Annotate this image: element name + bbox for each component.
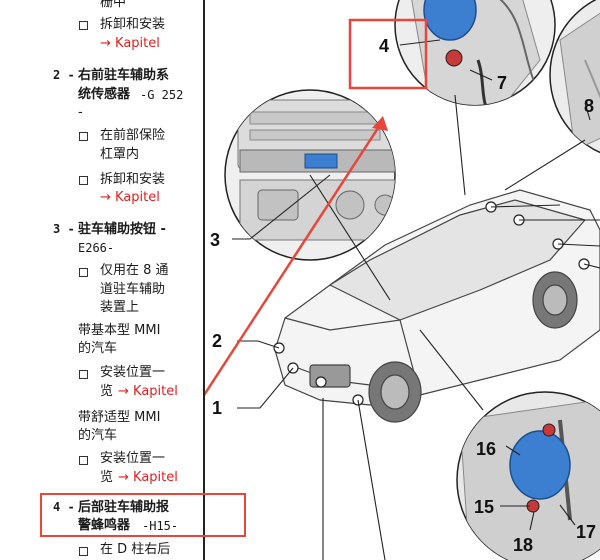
red-pointer-arrow bbox=[205, 116, 388, 396]
item2-code: -G 252 bbox=[140, 88, 184, 102]
label-4: 4 bbox=[379, 36, 389, 56]
detail-circle-rear-buzzer-detail bbox=[456, 391, 600, 560]
detail-circle-rear-buzzer bbox=[394, 0, 556, 106]
item4-highlight-box bbox=[40, 493, 246, 537]
item4-code: -H15- bbox=[142, 519, 179, 533]
item4-title-line2: 警蜂鸣器 bbox=[78, 518, 131, 533]
item3-bullet2-line1: 安装位置一 bbox=[100, 365, 166, 380]
buzzer-part-icon bbox=[423, 0, 477, 41]
item3-bullet1-line2: 道驻车辅助 bbox=[100, 282, 166, 297]
item1-kapitel-link[interactable]: → Kapitel bbox=[100, 36, 160, 51]
label-8: 8 bbox=[584, 96, 594, 116]
panel-divider bbox=[203, 0, 205, 560]
item2-dash: - bbox=[78, 105, 83, 120]
item3-group2-line1: 带舒适型 MMI bbox=[78, 410, 161, 425]
buzzer-detail-icon bbox=[509, 430, 571, 500]
item3-bullet1-line3: 装置上 bbox=[100, 300, 140, 315]
item3-code: E266- bbox=[78, 241, 115, 255]
item3-bullet2-kapitel-link[interactable]: → Kapitel bbox=[118, 384, 178, 399]
item2-number: 2 - bbox=[53, 68, 75, 82]
item3-title: 驻车辅助按钮 - bbox=[78, 222, 166, 237]
item1-partial-text: 栅中 bbox=[100, 0, 127, 10]
label-18: 18 bbox=[513, 535, 533, 555]
item2-title-line1: 右前驻车辅助系 bbox=[78, 68, 170, 83]
item4-bullet1: 在 D 柱右后 bbox=[100, 542, 171, 557]
item3-bullet3-line2: 览 bbox=[100, 470, 114, 485]
car-component-diagram: 1 2 3 4 7 8 15 16 17 18 bbox=[205, 0, 600, 560]
item3-bullet2-line2: 览 bbox=[100, 384, 114, 399]
bullet-icon bbox=[79, 268, 88, 277]
item2-bullet2-line1: 拆卸和安装 bbox=[100, 172, 166, 187]
item3-number: 3 - bbox=[53, 222, 75, 236]
label-2: 2 bbox=[212, 331, 222, 351]
item2-title-line2: 统传感器 bbox=[78, 87, 131, 102]
bullet-icon bbox=[79, 456, 88, 465]
label-1: 1 bbox=[212, 398, 222, 418]
item2-kapitel-link[interactable]: → Kapitel bbox=[100, 190, 160, 205]
label-7: 7 bbox=[497, 73, 507, 93]
item3-bullet3-line1: 安装位置一 bbox=[100, 451, 166, 466]
bullet-icon bbox=[79, 547, 88, 556]
item4-title-line1: 后部驻车辅助报 bbox=[78, 500, 170, 515]
item3-group2-line2: 的汽车 bbox=[78, 428, 118, 443]
label-16: 16 bbox=[476, 439, 496, 459]
leader-lines bbox=[232, 39, 600, 560]
item3-bullet3-kapitel-link[interactable]: → Kapitel bbox=[118, 470, 178, 485]
detail-circle-right-sensor bbox=[549, 0, 600, 154]
label-3: 3 bbox=[210, 230, 220, 250]
bullet-icon bbox=[79, 21, 88, 30]
parking-button-icon bbox=[304, 153, 338, 169]
label-17: 17 bbox=[576, 522, 596, 542]
part4-highlight-box bbox=[348, 18, 428, 90]
label-15: 15 bbox=[474, 497, 494, 517]
bullet-icon bbox=[79, 370, 88, 379]
document-text-panel: 栅中 拆卸和安装 → Kapitel 2 - 右前驻车辅助系 统传感器 -G 2… bbox=[0, 0, 205, 560]
car-outline bbox=[274, 189, 600, 423]
item2-bullet1-line1: 在前部保险 bbox=[100, 128, 166, 143]
bullet-icon bbox=[79, 132, 88, 141]
detail-circle-parking-button bbox=[224, 89, 396, 261]
item4-number: 4 - bbox=[53, 500, 75, 514]
item3-group1-line2: 的汽车 bbox=[78, 341, 118, 356]
item3-bullet1-line1: 仅用在 8 通 bbox=[100, 263, 169, 278]
bullet-icon bbox=[79, 176, 88, 185]
item3-group1-line1: 带基本型 MMI bbox=[78, 323, 161, 338]
item2-bullet1-line2: 杠罩内 bbox=[100, 147, 140, 162]
item1-bullet-text: 拆卸和安装 bbox=[100, 17, 166, 32]
